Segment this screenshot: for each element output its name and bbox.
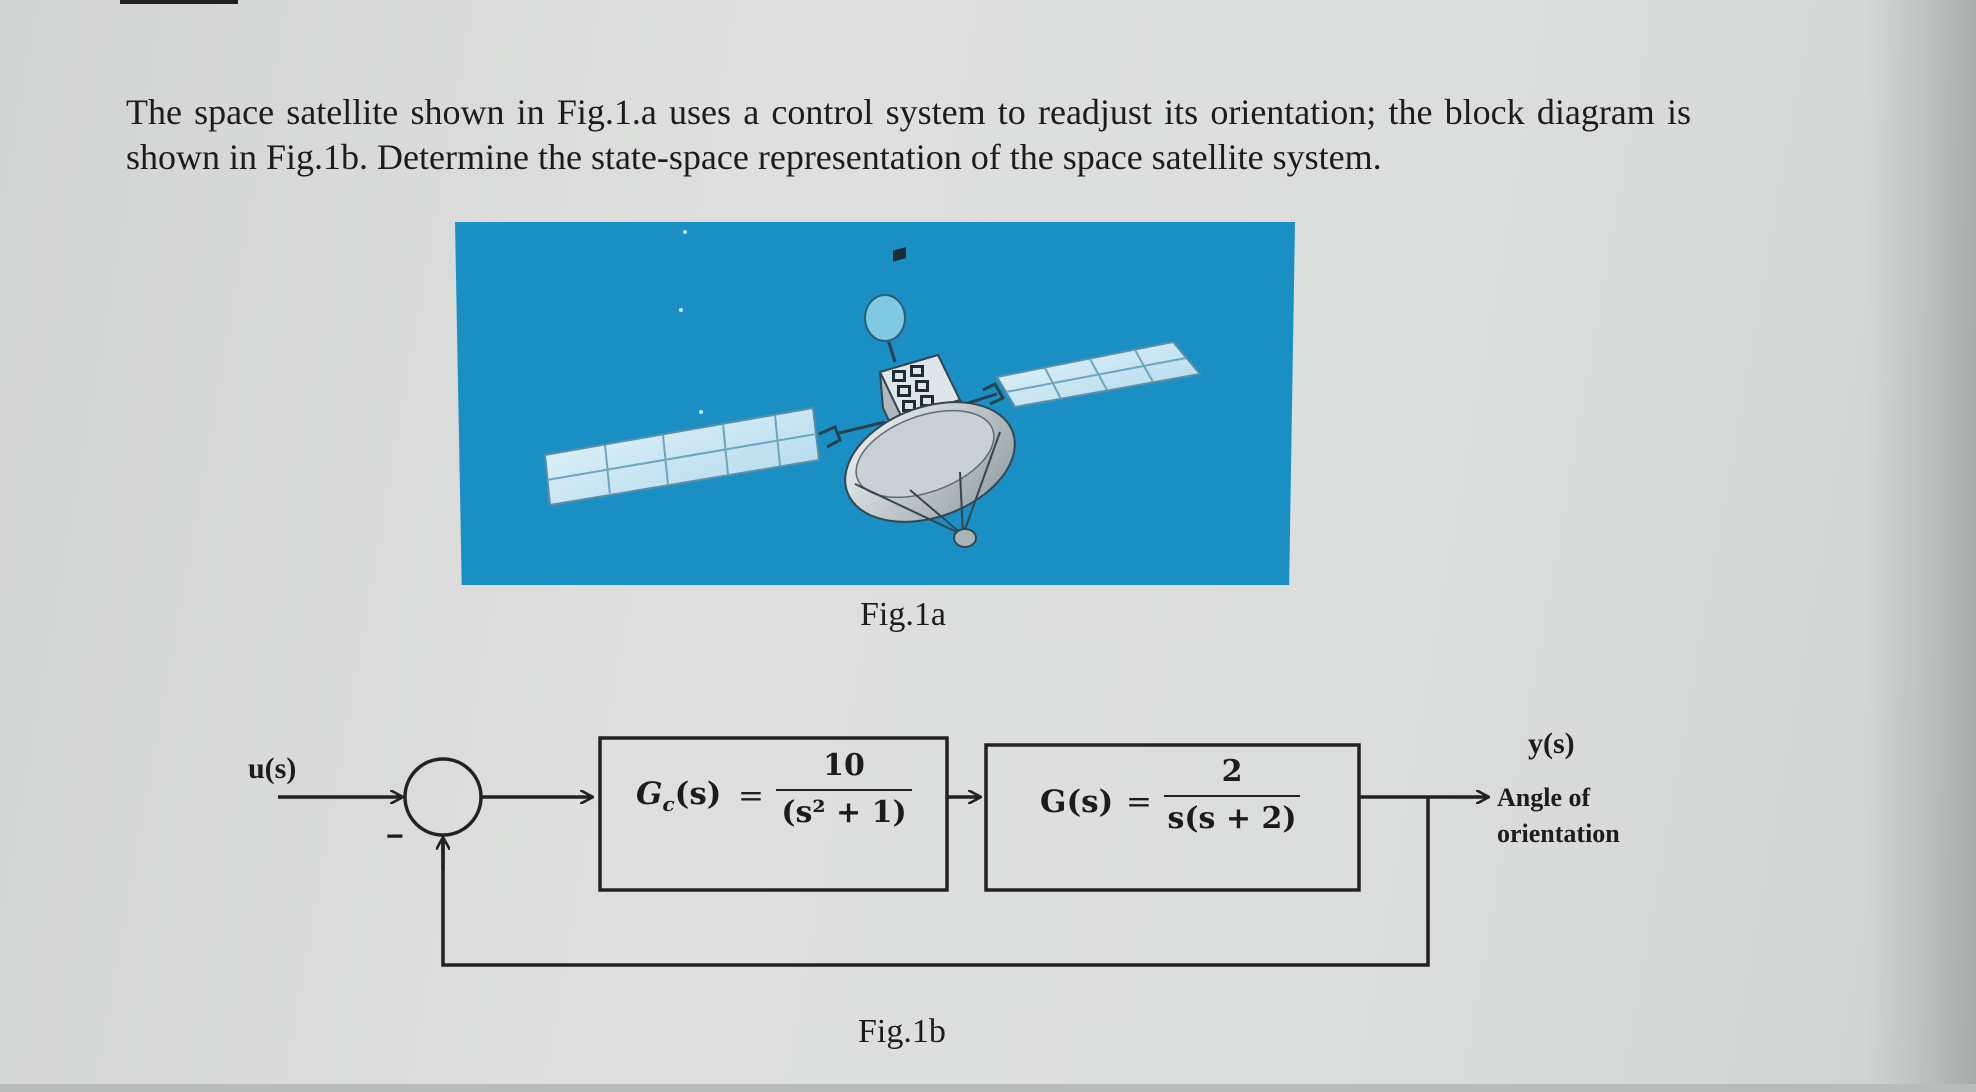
fig1b-caption: Fig.1b: [858, 1013, 946, 1050]
controller-symbol: G: [636, 776, 663, 812]
output-description-line2: orientation: [1497, 819, 1620, 848]
plant-numerator: 2: [1164, 754, 1300, 797]
plant-lhs: G(s): [1040, 784, 1114, 820]
controller-denominator: (s² + 1): [781, 795, 907, 830]
plant-block: [984, 743, 1361, 892]
controller-equals: =: [738, 778, 764, 814]
controller-lhs: Gc(s): [636, 776, 721, 816]
controller-transfer-function: 10 (s² + 1): [776, 748, 912, 830]
controller-arg: (s): [674, 776, 722, 812]
antenna-dish-icon: [864, 294, 906, 342]
summing-junction: [403, 757, 483, 837]
controller-block: [598, 736, 949, 892]
plant-equals: =: [1126, 784, 1152, 820]
output-description-line1: Angle of: [1497, 783, 1591, 812]
controller-numerator: 10: [776, 748, 912, 791]
top-edge-bar: [120, 0, 238, 4]
output-label: y(s): [1528, 727, 1575, 760]
satellite-figure: [455, 222, 1295, 585]
screen-edge-shadow: [1866, 0, 1976, 1092]
output-description: Angle of orientation: [1497, 780, 1620, 852]
satellite-illustration: [543, 230, 1202, 548]
controller-subscript: c: [662, 792, 675, 817]
fig1a-caption: Fig.1a: [860, 596, 946, 633]
input-label: u(s): [248, 752, 297, 785]
plant-denominator: s(s + 2): [1167, 801, 1297, 836]
screen-bottom-edge: [0, 1084, 1976, 1092]
problem-statement: The space satellite shown in Fig.1.a use…: [126, 92, 1691, 177]
plant-transfer-function: 2 s(s + 2): [1164, 754, 1300, 836]
feed-horn-icon: [953, 528, 977, 548]
feedback-minus-sign: −: [386, 820, 404, 853]
feedback-path: [441, 797, 1430, 967]
